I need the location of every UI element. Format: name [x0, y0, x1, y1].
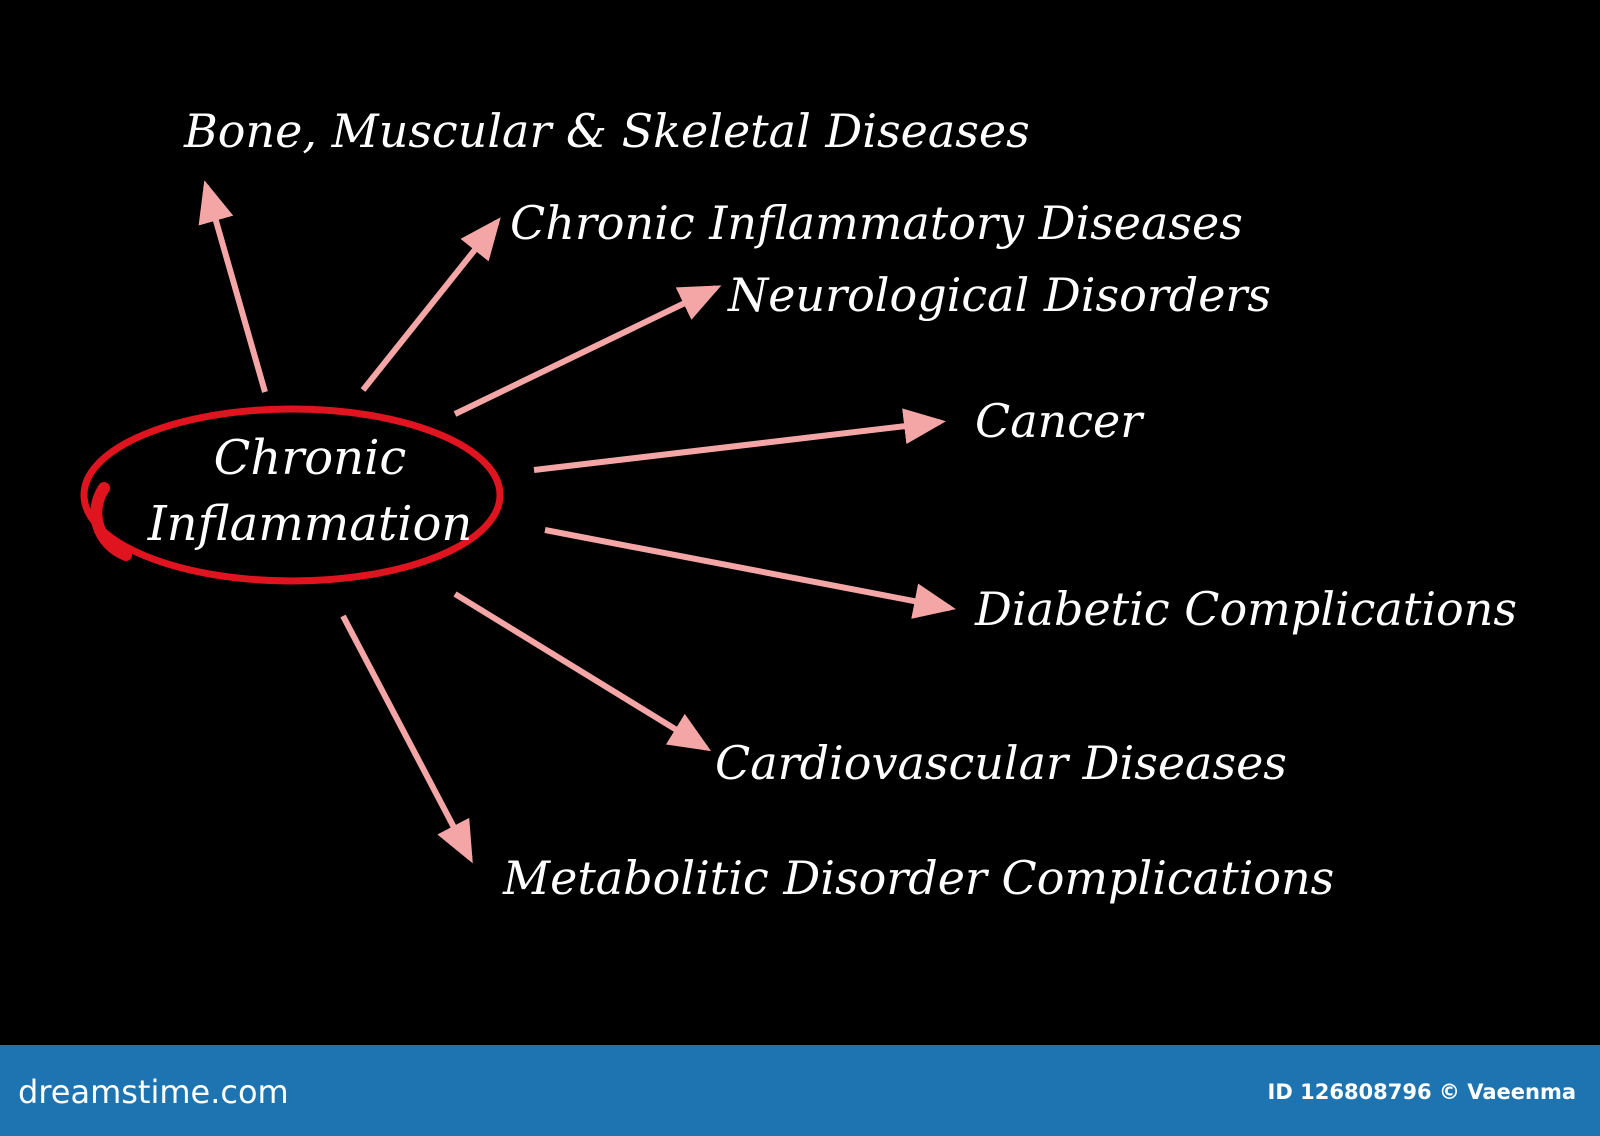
outcome-label-chronic-inflammatory: Chronic Inflammatory Diseases	[510, 196, 1243, 250]
outcome-label-cancer: Cancer	[975, 394, 1143, 448]
footer-bar: dreamstime.com ID 126808796 © Vaeenma	[0, 1045, 1600, 1136]
arrow-to-metabolitic	[340, 614, 473, 864]
footer-credit: ID 126808796 © Vaeenma	[1267, 1080, 1576, 1104]
diagram-canvas: Chronic Inflammation Bone, Muscular & Sk…	[80, 104, 1517, 905]
outcome-label-cardiovascular: Cardiovascular Diseases	[715, 736, 1287, 790]
arrow-to-diabetic	[544, 527, 956, 619]
arrow-to-cancer	[533, 408, 946, 473]
diagram-graphics	[80, 180, 956, 864]
arrow-to-chronic-inflammatory	[360, 217, 501, 392]
arrow-to-neurological	[453, 285, 722, 417]
outcome-label-diabetic: Diabetic Complications	[975, 582, 1517, 636]
arrow-to-cardiovascular	[453, 591, 712, 752]
center-ellipse	[80, 405, 504, 585]
center-label-line2: Inflammation	[147, 496, 473, 552]
outcome-label-bone: Bone, Muscular & Skeletal Diseases	[184, 104, 1030, 158]
arrows-group	[198, 180, 956, 864]
outcome-label-metabolitic: Metabolitic Disorder Complications	[503, 851, 1335, 905]
outcome-label-neurological: Neurological Disorders	[728, 268, 1272, 322]
center-label-line1: Chronic	[213, 430, 407, 486]
center-ellipse-swoosh	[90, 482, 132, 561]
arrow-to-bone	[198, 180, 268, 393]
center-node-label: Chronic Inflammation	[130, 425, 490, 557]
footer-brand: dreamstime.com	[18, 1073, 289, 1111]
